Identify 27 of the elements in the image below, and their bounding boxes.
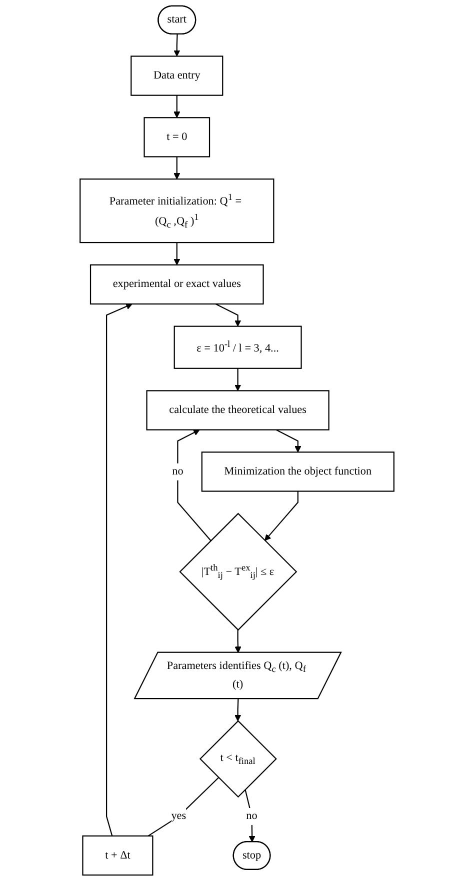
node-diamond: |T$^{th}$$_{ij}$ − T$^{ex}$$_{ij}$| ≤ ε xyxy=(179,512,298,631)
node-box: Data entry xyxy=(130,56,224,96)
node-box: t + Δt xyxy=(82,835,154,876)
node-box: t = 0 xyxy=(144,117,210,158)
arrow xyxy=(106,303,132,836)
arrow xyxy=(234,630,242,653)
arrow xyxy=(276,429,302,452)
edge-label: no xyxy=(246,810,258,822)
node-box: calculate the theoretical values xyxy=(146,390,330,430)
arrow xyxy=(174,242,180,266)
edge-label: yes xyxy=(171,810,186,822)
arrow xyxy=(174,95,180,118)
node-box: Minimization the object function xyxy=(201,452,394,492)
connector xyxy=(148,777,219,836)
arrow xyxy=(177,430,212,541)
node-box: Parameter initialization: Q$^{1}$ = (Q$_{c}$ ,Q$_{f}$ )$^{1}$ xyxy=(80,178,274,244)
edge-label: no xyxy=(172,466,184,478)
arrow xyxy=(234,698,242,722)
arrow xyxy=(215,303,242,327)
node-box: ε = 10$^{-l}$ / l = 3, 4... xyxy=(174,326,302,369)
arrow xyxy=(234,368,242,391)
arrow xyxy=(244,789,256,842)
node-diamond: t < t$_{final}$ xyxy=(199,720,277,798)
arrow xyxy=(264,491,298,541)
node-box: experimental or exact values xyxy=(90,264,264,305)
arrow xyxy=(174,156,180,180)
arrow xyxy=(174,34,180,56)
